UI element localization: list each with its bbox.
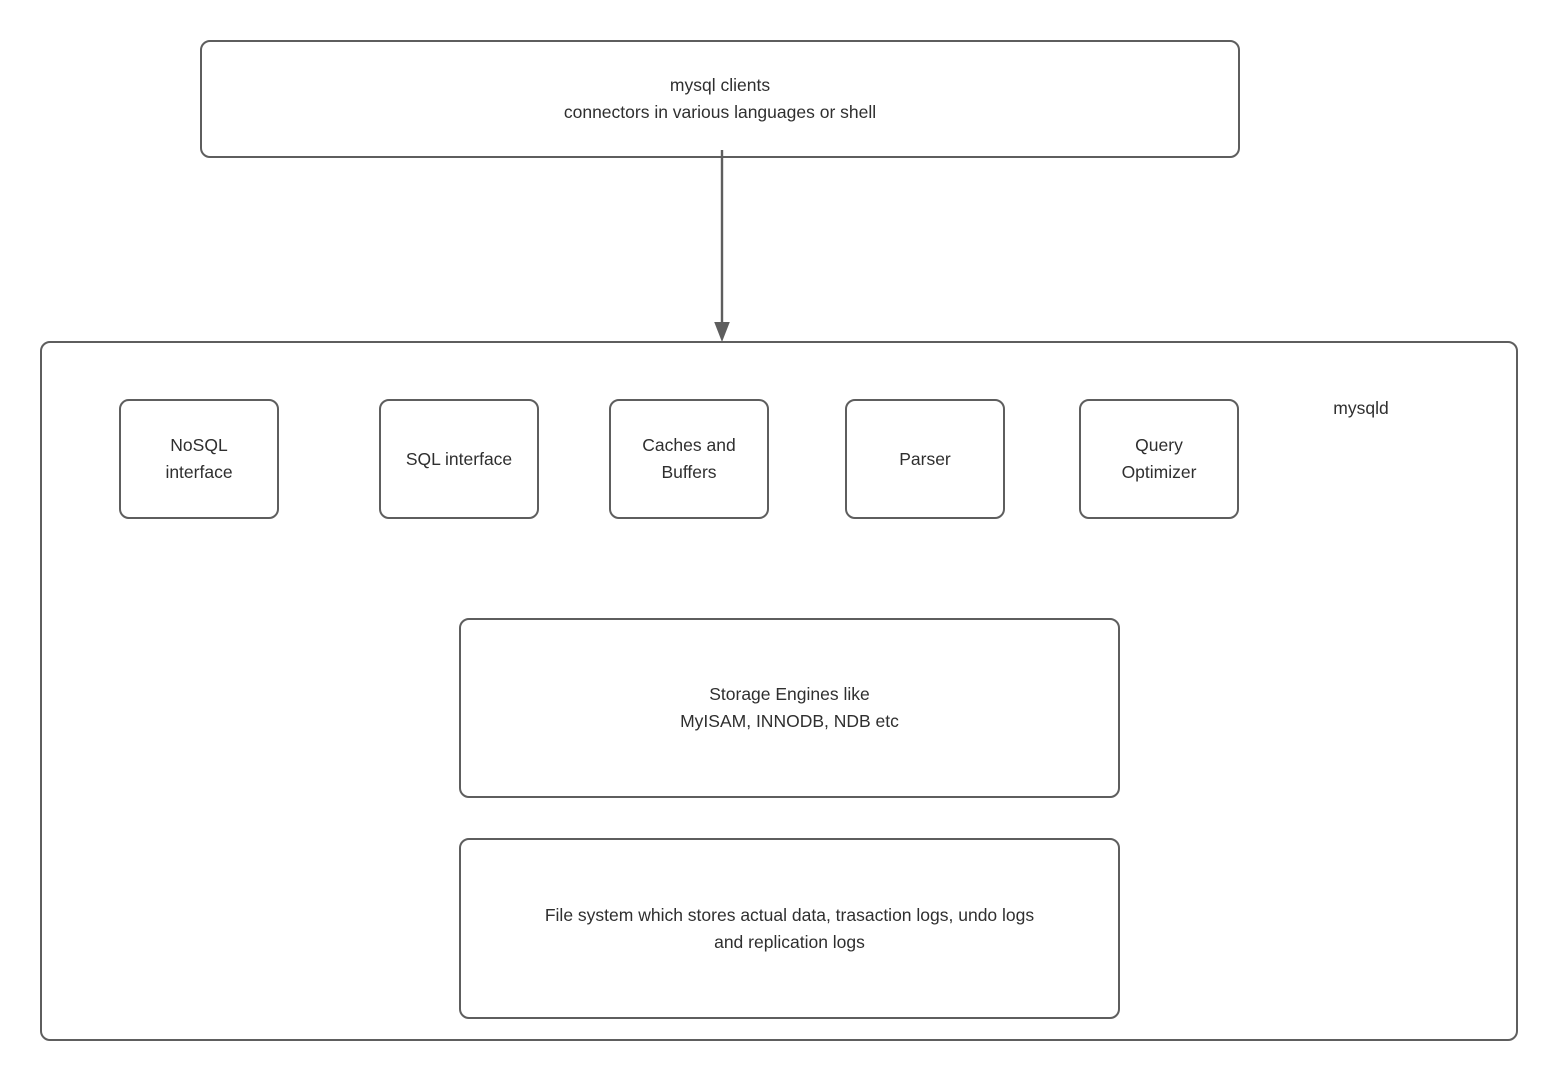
component-box-sql-interface[interactable]: SQL interface [379, 399, 539, 519]
mysql-clients-label: mysql clients connectors in various lang… [563, 75, 877, 122]
arrow-head [714, 322, 730, 342]
component-label: SQL interface [405, 448, 513, 469]
component-label: Parser [899, 448, 951, 469]
component-box-parser[interactable]: Parser [845, 399, 1005, 519]
mysqld-caption-label: mysqld [1333, 398, 1389, 418]
storage-engines-label: Storage Engines like MyISAM, INNODB, NDB… [680, 684, 899, 731]
component-box-caches-and-buffers[interactable]: Caches and Buffers [609, 399, 769, 519]
file-system-box[interactable]: File system which stores actual data, tr… [459, 838, 1120, 1019]
component-label: Query Optimizer [1121, 435, 1197, 482]
clients-to-mysqld-arrow-icon [714, 150, 730, 342]
component-box-query-optimizer[interactable]: Query Optimizer [1079, 399, 1239, 519]
mysql-clients-box[interactable]: mysql clients connectors in various lang… [200, 40, 1240, 158]
storage-engines-box[interactable]: Storage Engines like MyISAM, INNODB, NDB… [459, 618, 1120, 798]
file-system-label: File system which stores actual data, tr… [544, 904, 1035, 952]
component-box-nosql-interface[interactable]: NoSQL interface [119, 399, 279, 519]
component-label: Caches and Buffers [642, 435, 736, 482]
component-label: NoSQL interface [165, 435, 233, 482]
